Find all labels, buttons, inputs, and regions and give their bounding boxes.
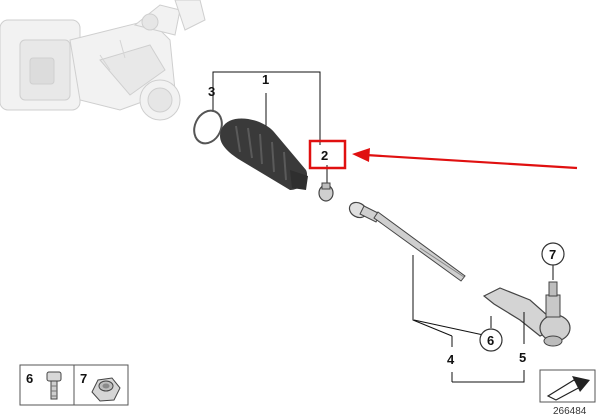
callout-4: 4 [447,352,455,367]
callout-2: 2 [321,148,328,163]
steering-rack-assembly [0,0,206,121]
diagram-number: 266484 [553,406,587,417]
bolt-icon [46,371,62,400]
callout-6: 6 [487,333,494,348]
callout-6-circle [479,328,503,352]
self-locking-nut-icon [91,377,121,402]
legend-7-label: 7 [80,371,87,386]
callout-7-circle [541,242,565,266]
legend-6-label: 6 [26,371,33,386]
callout-5: 5 [519,350,526,365]
callout-1: 1 [262,72,269,87]
callout-7: 7 [549,247,556,262]
leader-lines-bottom [412,255,554,383]
retaining-ring [193,109,223,145]
callout-3: 3 [208,84,215,99]
highlight-arrow [352,148,578,170]
hardware-legend: 6 7 [19,364,129,406]
view-direction-icon [539,369,596,403]
outer-tie-rod-end [482,281,571,347]
inner-tie-rod [348,201,466,282]
callout-2-highlight-box [308,139,347,170]
bellows-boot [220,118,308,190]
hose-clamp [318,182,334,202]
